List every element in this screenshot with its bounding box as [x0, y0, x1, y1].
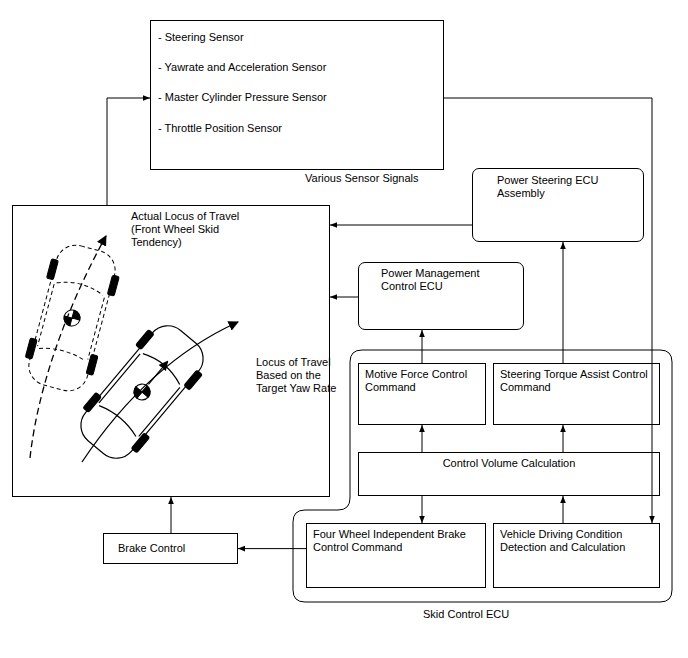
node-text: Control Volume Calculation — [365, 457, 653, 470]
process-box: Steering Torque Assist Control Command — [493, 363, 660, 425]
signal-arrow — [563, 242, 564, 363]
signal-arrow — [422, 330, 423, 363]
process-box: Vehicle Driving Condition Detection and … — [493, 523, 660, 588]
figure-label: Locus of Travel Based on the Target Yaw … — [256, 356, 338, 396]
panel-heading: Skid Control ECU — [423, 608, 583, 621]
process-box: Control Volume Calculation — [358, 452, 660, 496]
signal-arrow — [563, 496, 564, 523]
skid-control-ecu-group: Skid Control ECUMotive Force Control Com… — [293, 350, 672, 602]
node-text: Power Management Control ECU — [381, 267, 501, 293]
signal-arrow — [107, 98, 150, 205]
node-text: Brake Control — [118, 542, 223, 555]
node-text: Power Steering ECU Assembly — [497, 174, 619, 200]
node-text: Vehicle Driving Condition Detection and … — [500, 528, 653, 554]
signal-arrow — [330, 297, 358, 298]
node-text: - Master Cylinder Pressure Sensor — [158, 91, 436, 104]
process-box: Motive Force Control Command — [358, 363, 486, 425]
dashed-car — [20, 239, 125, 396]
sensor-list-box: - Steering Sensor - Yawrate and Accelerat… — [150, 20, 444, 170]
node-text: - Throttle Position Sensor — [158, 122, 436, 135]
signal-arrow — [422, 496, 423, 523]
illustration-panel: Actual Locus of Travel (Front Wheel Skid… — [12, 205, 330, 497]
node-text: Steering Torque Assist Control Command — [500, 368, 653, 394]
signal-label: Various Sensor Signals — [305, 172, 419, 185]
signal-arrow — [171, 497, 172, 533]
ecu-box: Power Management Control ECU — [358, 262, 524, 330]
node-text: - Steering Sensor — [158, 31, 436, 44]
signal-arrow — [238, 548, 306, 549]
signal-arrow — [563, 425, 564, 452]
signal-arrow — [422, 425, 423, 452]
node-text: Motive Force Control Command — [365, 368, 479, 394]
panel-heading: Actual Locus of Travel (Front Wheel Skid… — [131, 210, 271, 250]
ecu-box: Power Steering ECU Assembly — [472, 168, 644, 242]
solid-car — [69, 314, 215, 469]
node-text: - Yawrate and Acceleration Sensor — [158, 61, 436, 74]
signal-arrow — [330, 225, 472, 226]
actual-locus-curve — [30, 236, 106, 458]
process-box: Four Wheel Independent Brake Control Com… — [306, 523, 486, 588]
process-box: Brake Control — [103, 533, 238, 564]
target-locus-curve — [82, 322, 238, 462]
node-text: Four Wheel Independent Brake Control Com… — [313, 528, 479, 554]
group-outline — [293, 350, 672, 602]
